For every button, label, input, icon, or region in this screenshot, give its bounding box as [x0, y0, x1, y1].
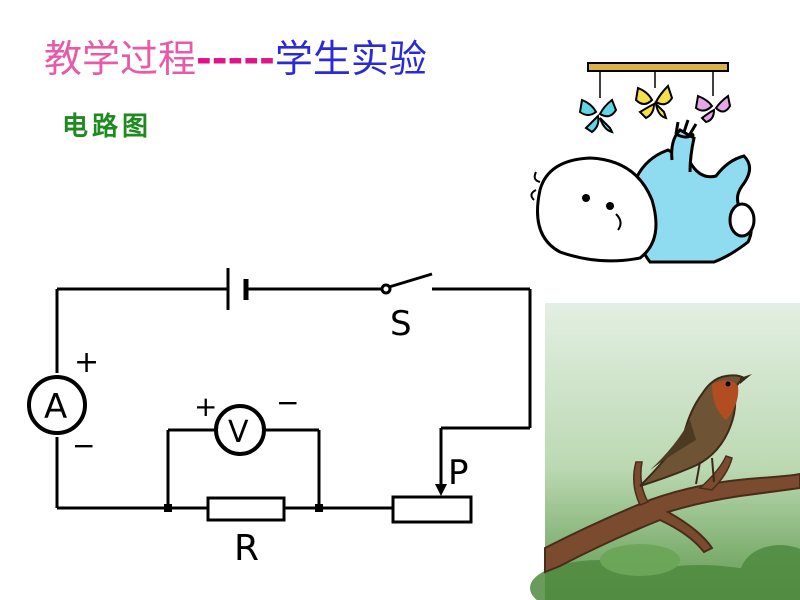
voltmeter-minus: −	[276, 386, 299, 419]
bird-legs	[695, 457, 715, 485]
baby-hair	[530, 171, 541, 201]
branch	[544, 472, 800, 574]
baby-foot	[728, 202, 756, 238]
baby-eye-left	[582, 194, 590, 202]
branch-twig-left	[633, 461, 650, 506]
mobile-bar	[587, 62, 729, 72]
circuit-diagram	[27, 268, 532, 524]
baby-arm	[670, 128, 696, 173]
baby-eye-right	[606, 202, 614, 210]
butterfly-pink	[694, 94, 732, 124]
ammeter-plus: +	[74, 345, 99, 380]
title-part2: 学生实验	[274, 37, 427, 81]
bird-eye	[725, 381, 731, 387]
slide-title: 教学过程-----学生实验	[44, 28, 427, 83]
slide-subtitle: 电路图	[62, 112, 153, 142]
baby-head	[536, 156, 658, 263]
butterfly-cyan	[578, 98, 618, 134]
baby-mobile-illustration	[530, 62, 756, 264]
rheostat-body	[391, 495, 473, 524]
switch-label: S	[390, 304, 412, 344]
baby-mouth	[615, 213, 622, 231]
ammeter-circle	[27, 375, 87, 435]
resistor-label: R	[234, 528, 259, 569]
voltmeter-plus: +	[194, 390, 217, 423]
switch-pivot	[380, 283, 392, 295]
title-dashes: -----	[196, 37, 275, 81]
junction-right	[315, 504, 323, 512]
slider-arrow	[435, 484, 447, 496]
bird-wing	[650, 420, 696, 470]
junction-left	[164, 504, 172, 512]
bird-breast	[712, 380, 739, 420]
baby-clothes	[630, 148, 753, 264]
foliage	[530, 544, 800, 600]
title-part1: 教学过程	[44, 37, 197, 81]
bird-beak	[740, 374, 752, 384]
slider-label: P	[448, 453, 469, 493]
ammeter-minus: −	[72, 429, 95, 462]
switch-blade	[388, 272, 433, 289]
baby-hand	[674, 119, 698, 139]
resistor-body	[206, 496, 286, 522]
branch-twig	[698, 455, 733, 491]
butterfly-yellow	[634, 84, 674, 120]
bird-picture	[530, 303, 800, 600]
voltmeter-label: V	[228, 415, 249, 450]
ammeter-label: A	[44, 387, 67, 427]
